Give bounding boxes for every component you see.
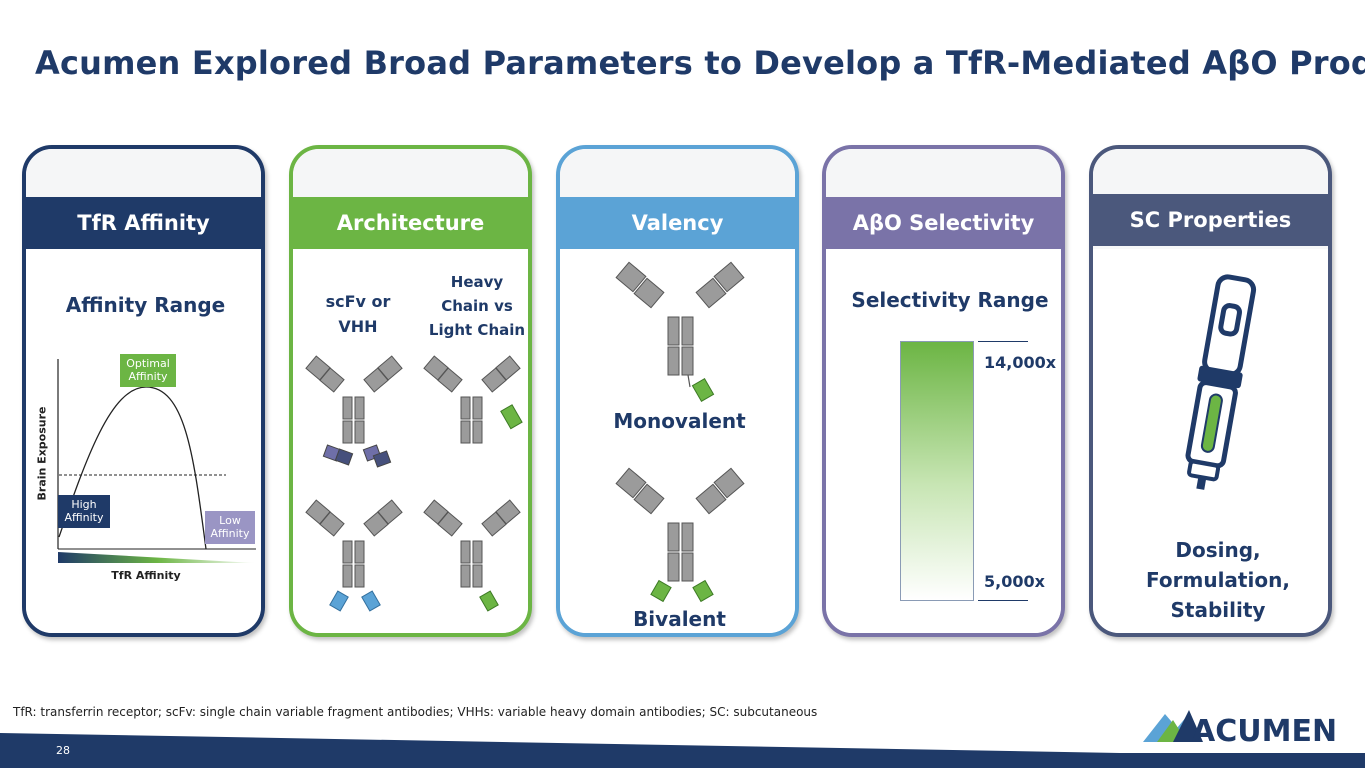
heavy-light-chain-label: Heavy Chain vs Light Chain [428, 273, 526, 339]
footnote: TfR: transferrin receptor; scFv: single … [13, 705, 818, 719]
page-title: Acumen Explored Broad Parameters to Deve… [35, 44, 1365, 82]
antibody-bivalent-icon [615, 467, 745, 603]
selectivity-top-tick [978, 341, 1028, 342]
footer-band [0, 733, 1365, 768]
optimal-affinity-badge: Optimal Affinity [120, 354, 176, 387]
scfv-vhh-label: scFv or VHH [325, 292, 391, 336]
acumen-logo-mark-icon [1143, 710, 1203, 742]
antibody-light-chain-blue-icon [305, 499, 403, 612]
selectivity-top-value: 14,000x [984, 353, 1057, 372]
autoinjector-pen-icon [1185, 274, 1257, 490]
card-valency: Valency Monovalent Bivalent [556, 145, 799, 637]
card-architecture: Architecture scFv or VHH Heavy Chain vs … [289, 145, 532, 637]
card-header-valency: Valency [560, 197, 795, 249]
card-header-sc-properties: SC Properties [1093, 194, 1328, 246]
affinity-gradient-wedge [58, 552, 256, 563]
brain-exposure-axis-label: Brain Exposure [35, 406, 49, 501]
acumen-logo: ACUMEN [1192, 714, 1338, 749]
antibody-scfv-icon [305, 355, 403, 468]
card-sc-properties: SC Properties Dosing, Formulation, Stabi… [1089, 145, 1332, 637]
selectivity-range-label: Selectivity Range [851, 288, 1049, 312]
page-number: 28 [56, 744, 70, 757]
card-abo-selectivity: AβO Selectivity Selectivity Range 14,000… [822, 145, 1065, 637]
bivalent-label: Bivalent [633, 607, 726, 631]
card-header-tfr-affinity: TfR Affinity [26, 197, 261, 249]
tfr-affinity-axis-label: TfR Affinity [111, 569, 181, 582]
monovalent-label: Monovalent [613, 409, 746, 433]
card-tfr-affinity: TfR Affinity Affinity Range Optimal Affi… [22, 145, 265, 637]
selectivity-bottom-tick [978, 600, 1028, 601]
low-affinity-badge: Low Affinity [205, 511, 255, 544]
card-header-architecture: Architecture [293, 197, 528, 249]
affinity-curve [58, 386, 207, 550]
affinity-range-label: Affinity Range [65, 293, 226, 317]
card-header-abo-selectivity: AβO Selectivity [826, 197, 1061, 249]
selectivity-bottom-value: 5,000x [984, 572, 1045, 591]
antibody-heavy-chain-icon [423, 355, 523, 444]
antibody-monovalent-icon [615, 261, 745, 402]
sc-caption: Dosing, Formulation, Stability [1146, 538, 1290, 622]
selectivity-gradient-bar [900, 341, 974, 601]
high-affinity-badge: High Affinity [58, 495, 110, 528]
antibody-light-chain-green-icon [423, 499, 521, 612]
